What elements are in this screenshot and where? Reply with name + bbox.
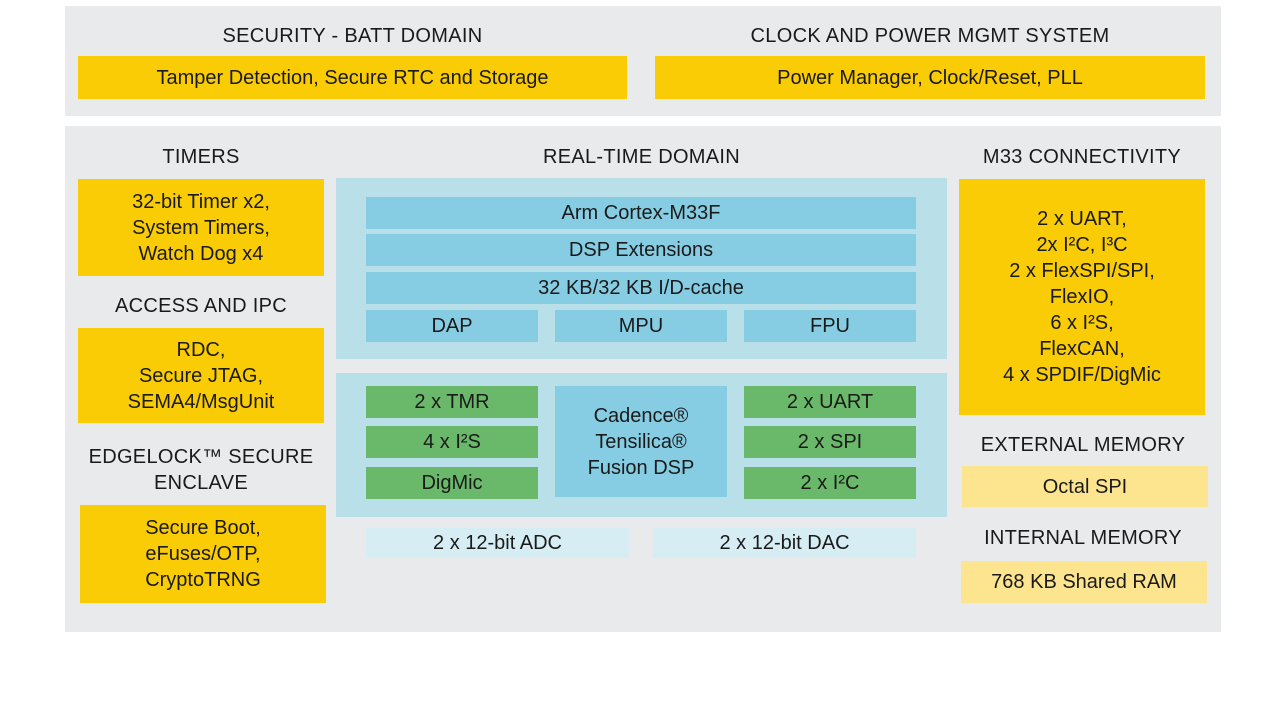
access-ipc-title: ACCESS AND IPC — [114, 295, 288, 317]
dsp-extensions-block: DSP Extensions — [366, 234, 916, 266]
tmr-block: 2 x TMR — [366, 386, 538, 418]
fpu-block: FPU — [744, 310, 916, 342]
external-memory-block: Octal SPI — [962, 466, 1208, 507]
arm-cortex-m33f-block: Arm Cortex-M33F — [366, 197, 916, 229]
cache-block: 32 KB/32 KB I/D-cache — [366, 272, 916, 304]
adc-block: 2 x 12-bit ADC — [366, 528, 629, 558]
security-batt-domain-block: Tamper Detection, Secure RTC and Storage — [78, 56, 627, 99]
m33-connectivity-block: 2 x UART, 2x I²C, I³C 2 x FlexSPI/SPI, F… — [959, 179, 1205, 415]
clock-power-mgmt-title: CLOCK AND POWER MGMT SYSTEM — [750, 25, 1110, 47]
edgelock-block: Secure Boot, eFuses/OTP, CryptoTRNG — [80, 505, 326, 603]
internal-memory-block: 768 KB Shared RAM — [961, 561, 1207, 603]
spi-block: 2 x SPI — [744, 426, 916, 458]
timers-block: 32-bit Timer x2, System Timers, Watch Do… — [78, 179, 324, 276]
clock-power-mgmt-block: Power Manager, Clock/Reset, PLL — [655, 56, 1205, 99]
real-time-domain-title: REAL-TIME DOMAIN — [542, 146, 741, 168]
m33-connectivity-title: M33 CONNECTIVITY — [982, 146, 1182, 168]
mpu-block: MPU — [555, 310, 727, 342]
digmic-block: DigMic — [366, 467, 538, 499]
i2c-block: 2 x I²C — [744, 467, 916, 499]
uart-block: 2 x UART — [744, 386, 916, 418]
i2s-block: 4 x I²S — [366, 426, 538, 458]
external-memory-title: EXTERNAL MEMORY — [980, 434, 1186, 456]
internal-memory-title: INTERNAL MEMORY — [984, 527, 1182, 549]
fusion-dsp-block: Cadence® Tensilica® Fusion DSP — [555, 386, 727, 497]
security-batt-domain-title: SECURITY - BATT DOMAIN — [222, 25, 483, 47]
dap-block: DAP — [366, 310, 538, 342]
dac-block: 2 x 12-bit DAC — [653, 528, 916, 558]
access-ipc-block: RDC, Secure JTAG, SEMA4/MsgUnit — [78, 328, 324, 423]
edgelock-title: EDGELOCK™ SECURE ENCLAVE — [88, 446, 314, 494]
timers-title: TIMERS — [162, 146, 240, 168]
